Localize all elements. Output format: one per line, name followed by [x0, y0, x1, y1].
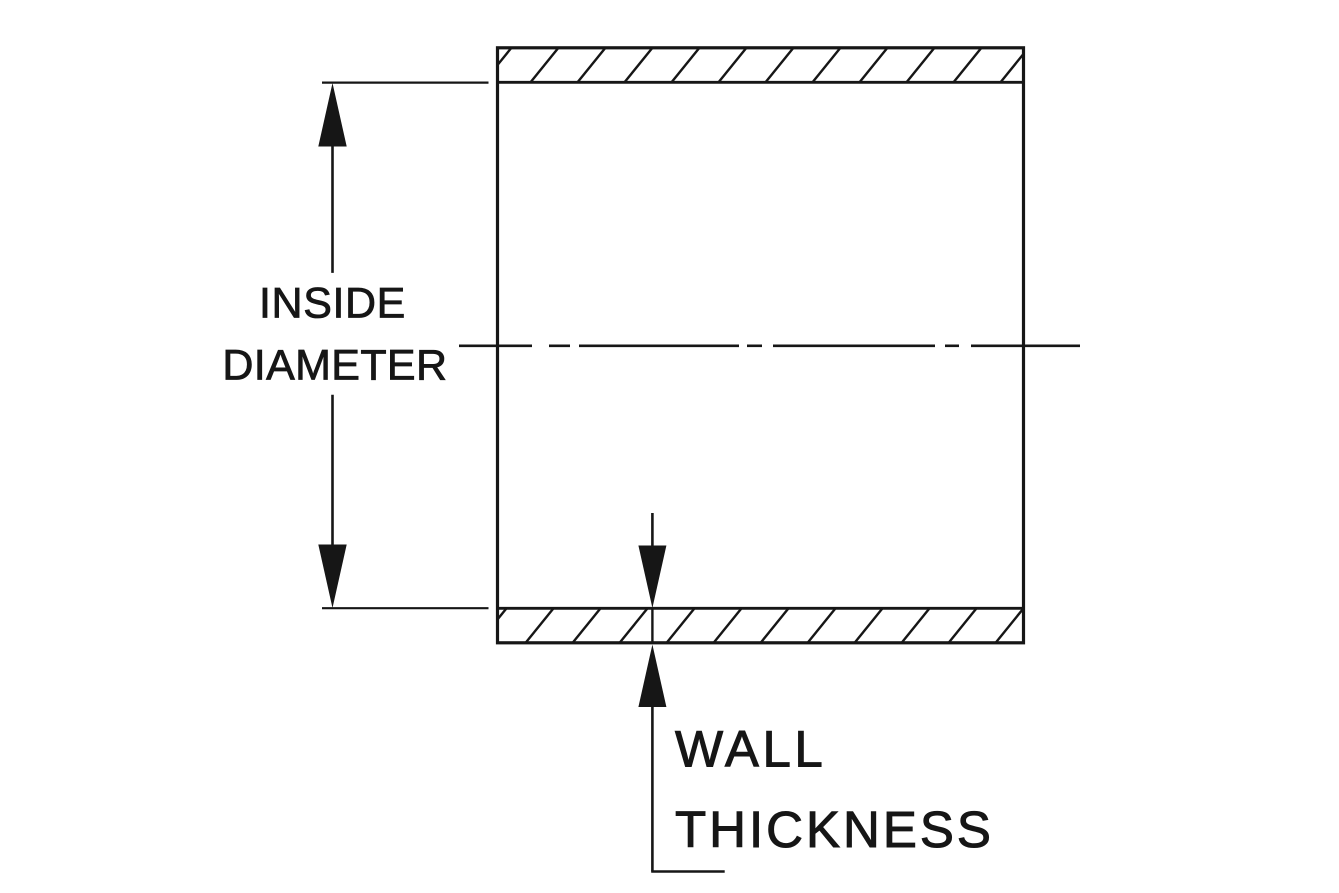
svg-text:INSIDE: INSIDE	[259, 280, 406, 328]
svg-text:WALL: WALL	[675, 721, 826, 778]
svg-text:THICKNESS: THICKNESS	[675, 801, 994, 858]
svg-text:DIAMETER: DIAMETER	[222, 342, 447, 390]
